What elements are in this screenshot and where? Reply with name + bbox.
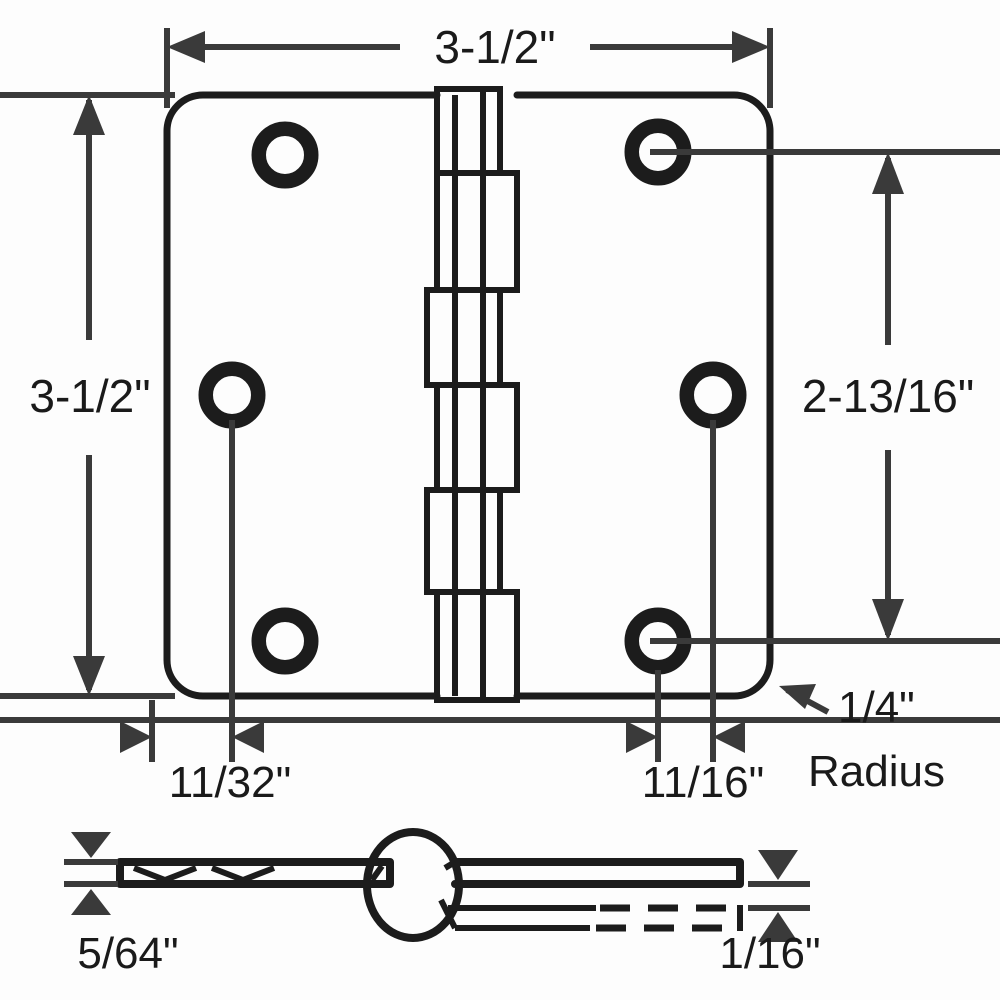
left-leaf-outline	[163, 91, 441, 700]
knuckle-3	[424, 287, 503, 388]
width-arrow-left	[167, 31, 205, 63]
right-leaf-outline	[513, 91, 774, 700]
dimension-leaf-thickness: 5/64"	[64, 832, 179, 978]
height-arrow-top	[73, 95, 105, 135]
screw-hole-bottom-left	[251, 607, 319, 675]
callout-corner-radius: 1/4" Radius	[779, 683, 945, 796]
profile-right-leaf-upper	[451, 858, 744, 888]
hinge-knuckle-stack	[424, 86, 520, 703]
width-arrow-right	[732, 31, 770, 63]
dimension-overall-height: 3-1/2"	[0, 92, 175, 699]
label-hole-offset-right: 11/16"	[642, 758, 764, 807]
profile-barrel-taper-upper	[443, 859, 457, 871]
label-overall-height: 3-1/2"	[29, 370, 150, 422]
height-arrow-bottom	[73, 656, 105, 696]
offset-right-arrow-b	[713, 721, 745, 753]
screw-hole-middle-left	[198, 361, 266, 429]
edge-profile-view-group	[116, 828, 744, 942]
knuckle-2	[434, 170, 520, 293]
spacing-arrow-top	[872, 152, 904, 194]
radius-leader-arrow	[779, 684, 816, 709]
offset-left-arrow-b	[232, 721, 264, 753]
front-view-group	[163, 86, 774, 703]
gap-arrow-top	[758, 850, 798, 880]
knuckle-6	[434, 589, 520, 703]
label-corner-radius: 1/4"	[838, 683, 915, 732]
thickness-arrow-bottom	[71, 889, 111, 915]
label-leaf-thickness: 5/64"	[77, 929, 178, 978]
screw-hole-top-left	[251, 121, 319, 189]
profile-left-leaf	[116, 858, 394, 888]
label-corner-radius-note: Radius	[808, 747, 945, 796]
profile-countersink-notch-1	[132, 865, 198, 883]
dimension-hole-spacing: 2-13/16"	[650, 149, 1000, 644]
offset-left-arrow-a	[120, 721, 152, 753]
knuckle-5	[424, 487, 503, 595]
profile-countersink-notch-2	[210, 865, 276, 883]
thickness-arrow-top	[71, 832, 111, 858]
profile-left-taper	[369, 864, 385, 882]
label-hole-spacing: 2-13/16"	[802, 370, 974, 422]
label-overall-width: 3-1/2"	[434, 21, 555, 73]
knuckle-4	[434, 382, 520, 493]
knuckle-1	[434, 86, 503, 176]
dimension-hole-offset-left: 11/32"	[120, 420, 291, 807]
gap-arrow-bottom	[758, 912, 798, 942]
profile-barrel-taper-lower	[438, 898, 458, 930]
dimension-hole-offset-right: 11/16"	[626, 420, 764, 807]
label-leaf-gap: 1/16"	[719, 929, 820, 978]
screw-hole-group	[198, 118, 747, 675]
offset-right-arrow-a	[626, 721, 658, 753]
screw-hole-middle-right	[679, 361, 747, 429]
label-hole-offset-left: 11/32"	[169, 758, 291, 807]
spacing-arrow-bottom	[872, 599, 904, 641]
dimension-leaf-gap: 1/16"	[719, 850, 821, 978]
